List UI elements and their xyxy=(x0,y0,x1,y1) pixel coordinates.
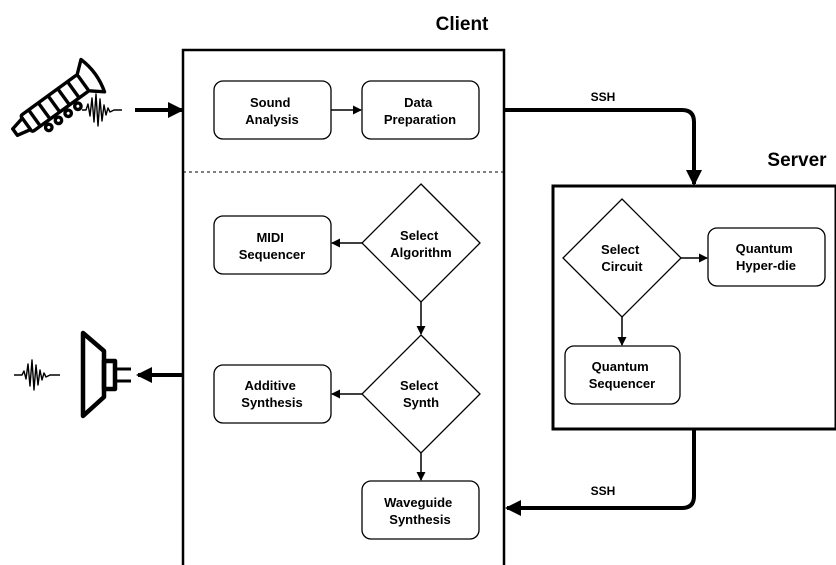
svg-text:Select Circuit: Select Circuit xyxy=(601,242,643,274)
node-label-line: Synthesis xyxy=(389,512,450,527)
svg-text:Waveguide Synthesis: Waveguide Synthesis xyxy=(384,495,456,527)
node-label-line: Synthesis xyxy=(241,395,302,410)
svg-text:Quantum Hyper-die: Quantum Hyper-die xyxy=(736,241,797,273)
node-quantum-sequencer: Quantum Sequencer xyxy=(564,345,681,405)
speaker-icon xyxy=(80,330,131,419)
client-panel xyxy=(181,48,506,565)
clarinet-icon xyxy=(11,57,107,138)
node-label-line: Data xyxy=(404,95,433,110)
node-select-circuit: Select Circuit xyxy=(562,198,682,318)
node-label-line: Select xyxy=(400,378,439,393)
node-label-line: Synth xyxy=(403,395,439,410)
node-label-line: Preparation xyxy=(384,112,456,127)
ssh-label-to-client: SSH xyxy=(591,484,616,498)
server-title: Server xyxy=(767,150,827,171)
svg-text:Data Preparation: Data Preparation xyxy=(384,95,456,127)
node-label-line: Hyper-die xyxy=(736,258,796,273)
svg-text:Quantum Sequencer: Quantum Sequencer xyxy=(589,359,655,391)
node-sound-analysis: Sound Analysis xyxy=(213,80,332,140)
svg-text:MIDI Sequencer: MIDI Sequencer xyxy=(239,230,305,262)
node-quantum-hyperdie: Quantum Hyper-die xyxy=(707,227,826,287)
node-waveguide-synthesis: Waveguide Synthesis xyxy=(361,480,480,540)
node-label-line: Sequencer xyxy=(589,376,655,391)
node-label-line: Waveguide xyxy=(384,495,452,510)
node-label-line: Select xyxy=(601,242,640,257)
node-label-line: Circuit xyxy=(601,259,643,274)
node-label-line: Sequencer xyxy=(239,247,305,262)
client-title: Client xyxy=(436,14,489,35)
node-label-line: Quantum xyxy=(592,359,649,374)
node-additive-synthesis: Additive Synthesis xyxy=(213,364,332,424)
node-midi-sequencer: MIDI Sequencer xyxy=(213,215,332,275)
ssh-label-to-server: SSH xyxy=(591,90,616,104)
svg-text:Sound Analysis: Sound Analysis xyxy=(245,95,298,127)
svg-text:Additive Synthesis: Additive Synthesis xyxy=(241,378,302,410)
sound-wave-icon xyxy=(14,359,60,391)
svg-text:Select Algorithm: Select Algorithm xyxy=(390,228,451,260)
node-label-line: Quantum xyxy=(736,241,793,256)
node-select-algorithm: Select Algorithm xyxy=(361,183,481,303)
edge-ssh-server-to-client xyxy=(505,429,696,516)
node-label-line: Select xyxy=(400,228,439,243)
node-label-line: Algorithm xyxy=(390,245,451,260)
node-label-line: MIDI xyxy=(256,230,283,245)
node-label-line: Analysis xyxy=(245,112,298,127)
node-label-line: Additive xyxy=(245,378,296,393)
edge-ssh-client-to-server xyxy=(504,108,702,186)
node-select-synth: Select Synth xyxy=(361,334,481,454)
sound-wave-icon xyxy=(82,93,122,127)
node-label-line: Sound xyxy=(250,95,290,110)
svg-text:Select Synth: Select Synth xyxy=(400,378,442,410)
node-data-preparation: Data Preparation xyxy=(361,80,480,140)
